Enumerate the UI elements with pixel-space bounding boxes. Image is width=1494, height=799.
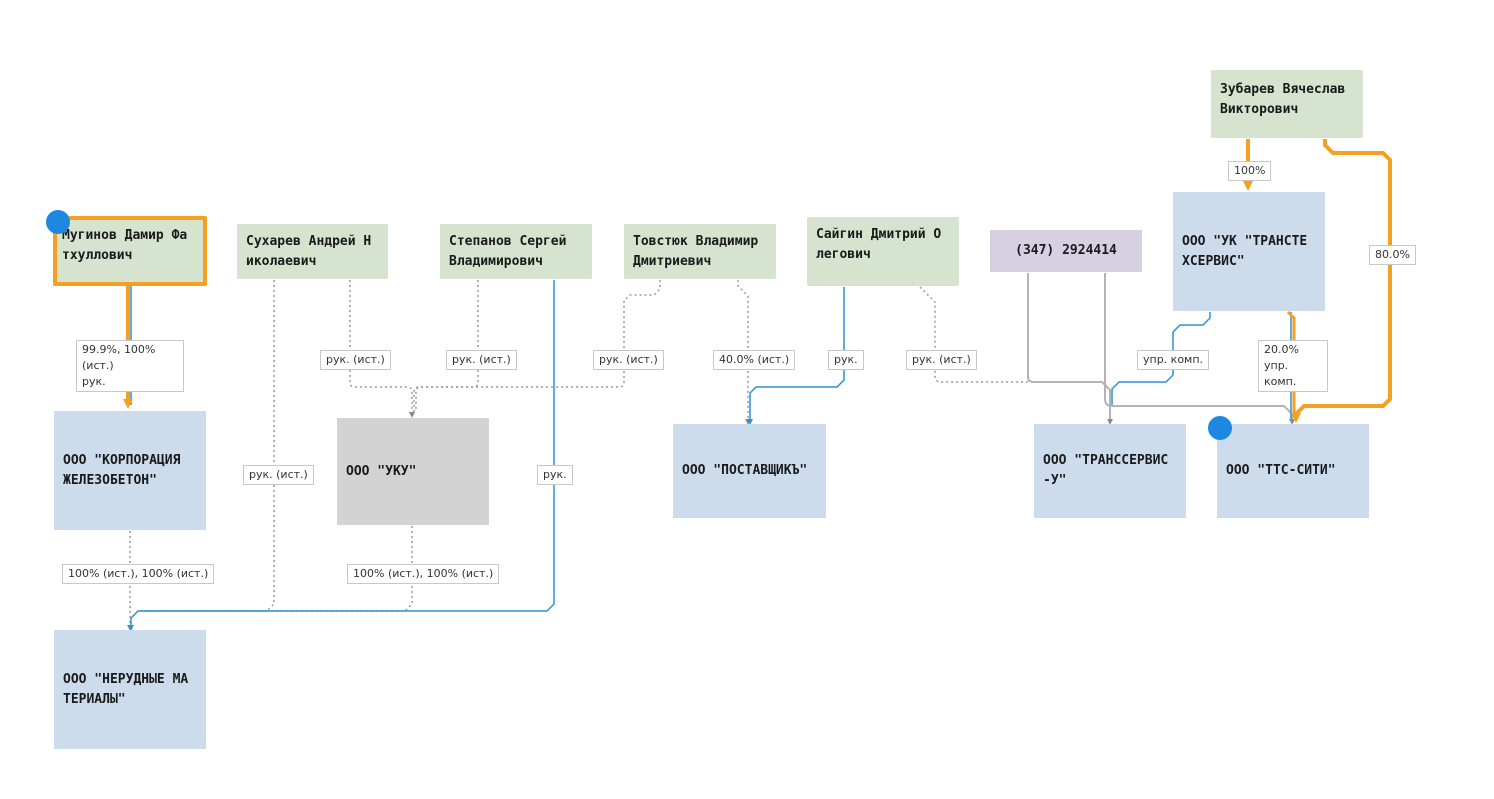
node-transservis-u[interactable]: ООО "ТРАНССЕРВИС -У" [1034, 424, 1186, 518]
node-zubarev[interactable]: Зубарев Вячеслав Викторович [1211, 70, 1363, 138]
node-phone[interactable]: (347) 2924414 [990, 230, 1142, 272]
node-korporaciya[interactable]: ООО "КОРПОРАЦИЯ ЖЕЛЕЗОБЕТОН" [54, 411, 206, 530]
node-mugin[interactable]: Мугинов Дамир Фа тхуллович [53, 216, 207, 286]
node-label: Сухарев Андрей Н иколаевич [246, 234, 372, 269]
edge-label: 40.0% (ист.) [713, 350, 796, 370]
edge-label: рук. [828, 350, 864, 370]
edge-phone-transservis [1027, 273, 1113, 425]
edge-phone-tts [1104, 273, 1295, 425]
node-saygin[interactable]: Сайгин Дмитрий О легович [807, 217, 959, 286]
node-label: ООО "ТРАНССЕРВИС -У" [1043, 453, 1169, 488]
node-tovstyuk[interactable]: Товстюк Владимир Дмитриевич [624, 224, 776, 279]
edge-label: 100% (ист.), 100% (ист.) [62, 564, 215, 584]
edge-tovstyuk-uku [415, 280, 661, 412]
edge-label: упр. комп. [1137, 350, 1210, 370]
edge-label: 100% [1228, 161, 1272, 181]
edge-label: рук. (ист.) [906, 350, 977, 370]
node-stepanov[interactable]: Степанов Сергей Владимирович [440, 224, 592, 279]
edge-label: 99.9%, 100% (ист.) рук. [76, 340, 184, 392]
node-label: ООО "УК "ТРАНСТЕ ХСЕРВИС" [1182, 233, 1308, 269]
node-marker-dot [1208, 416, 1232, 440]
edge-label: рук. (ист.) [243, 465, 314, 485]
edge-stepanov-uku [413, 280, 479, 412]
edge-label: 80.0% [1369, 245, 1416, 265]
edge-label: рук. (ист.) [593, 350, 664, 370]
edge-label: 100% (ист.), 100% (ист.) [347, 564, 500, 584]
node-label: ООО "ТТС-СИТИ" [1226, 463, 1336, 478]
node-sukharev[interactable]: Сухарев Андрей Н иколаевич [237, 224, 388, 279]
node-postavshik[interactable]: ООО "ПОСТАВЩИКЪ" [673, 424, 826, 518]
edge-sukharev-uku [349, 280, 415, 418]
node-label: ООО "КОРПОРАЦИЯ ЖЕЛЕЗОБЕТОН" [63, 452, 181, 488]
node-label: Степанов Сергей Владимирович [449, 234, 567, 269]
node-label: Зубарев Вячеслав Викторович [1220, 82, 1346, 117]
node-label: Мугинов Дамир Фа тхуллович [62, 228, 188, 263]
edge-zubarev-tts [1291, 139, 1392, 423]
node-uk-transteh[interactable]: ООО "УК "ТРАНСТЕ ХСЕРВИС" [1173, 192, 1325, 311]
node-label: ООО "НЕРУДНЫЕ МА ТЕРИАЛЫ" [63, 671, 189, 707]
edge-label: рук. (ист.) [446, 350, 517, 370]
edge-label: рук. (ист.) [320, 350, 391, 370]
node-nerudnye[interactable]: ООО "НЕРУДНЫЕ МА ТЕРИАЛЫ" [54, 630, 206, 749]
edge-sukharev-nerudnye [140, 280, 275, 612]
edge-stepanov-nerudnye [128, 280, 555, 631]
node-marker-dot [46, 210, 70, 234]
edge-saygin-transservis [919, 286, 1030, 383]
node-tts-siti[interactable]: ООО "ТТС-СИТИ" [1217, 424, 1369, 518]
node-label: (347) 2924414 [1015, 243, 1117, 258]
node-label: ООО "ПОСТАВЩИКЪ" [682, 463, 808, 478]
node-label: ООО "УКУ" [346, 463, 417, 479]
edge-label: 20.0% упр. комп. [1258, 340, 1328, 392]
node-label: Сайгин Дмитрий О легович [816, 227, 942, 262]
node-uku[interactable]: ООО "УКУ" [337, 418, 489, 525]
node-label: Товстюк Владимир Дмитриевич [633, 234, 759, 269]
edge-label: рук. [537, 465, 573, 485]
